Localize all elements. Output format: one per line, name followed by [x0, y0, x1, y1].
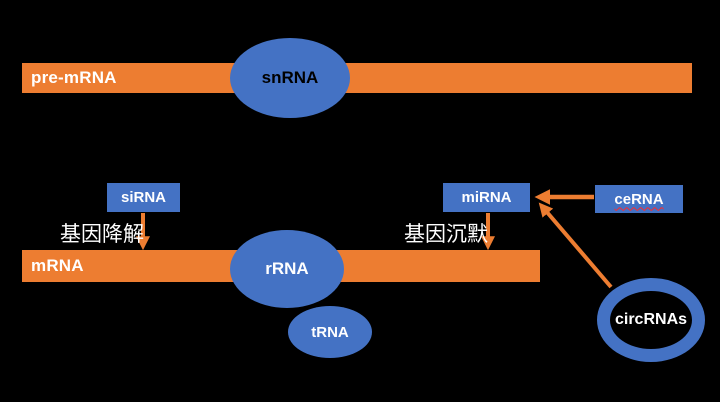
mirna-node: miRNA [443, 183, 530, 212]
cerna-label: ceRNA [614, 190, 664, 208]
snrna-node: snRNA [230, 38, 350, 118]
trna-label: tRNA [311, 323, 349, 341]
cerna-node: ceRNA [595, 185, 683, 213]
trna-node: tRNA [288, 306, 372, 358]
arrow-circrnas-to-mirna [538, 202, 613, 289]
circrnas-label: circRNAs [614, 311, 688, 328]
sirna-label: siRNA [120, 189, 166, 206]
sirna-node: siRNA [107, 183, 180, 212]
snrna-label: snRNA [261, 68, 319, 87]
mirna-label: miRNA [461, 189, 512, 206]
circrnas-node: circRNAs [597, 278, 705, 362]
pre-mrna-bar: pre-mRNA [22, 63, 692, 93]
gene-silencing-annotation: 基因沉默 [404, 223, 488, 246]
pre-mrna-label: pre-mRNA [31, 68, 117, 87]
gene-degradation-annotation: 基因降解 [60, 223, 144, 246]
rrna-node: rRNA [230, 230, 344, 308]
rrna-label: rRNA [265, 259, 309, 278]
mrna-label: mRNA [31, 256, 84, 275]
